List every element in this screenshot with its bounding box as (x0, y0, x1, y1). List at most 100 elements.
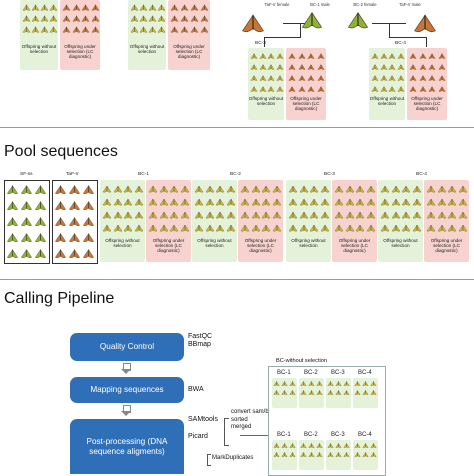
moth-icon (170, 4, 179, 11)
moth-icon (240, 224, 250, 232)
parent-label: TaF-rr female (264, 2, 290, 7)
moth-icon (419, 64, 426, 70)
moth-icon (366, 198, 375, 206)
moth-icon (438, 86, 445, 92)
moth-icon (130, 4, 139, 11)
moth-icon (428, 86, 436, 92)
moth-icon (113, 224, 122, 232)
moth-icon (31, 26, 40, 33)
moth-icon (288, 224, 298, 232)
moth-icon (251, 224, 260, 232)
moth-icon (194, 198, 204, 206)
mapping-tools: BWA (188, 386, 204, 393)
moth-icon (272, 224, 281, 232)
moth-icon (401, 185, 411, 193)
moth-icon (391, 185, 400, 193)
moth-icon (419, 53, 426, 59)
moth-icon (69, 233, 80, 243)
moth-icon (148, 224, 158, 232)
moth-icon (180, 224, 189, 232)
moth-icon (355, 198, 365, 206)
moth-icon (205, 198, 214, 206)
bc-label: BC-2 (304, 370, 318, 376)
moth-icon (391, 211, 400, 219)
moth-icon (327, 381, 334, 386)
moth-icon (267, 64, 275, 70)
offspring-group-under-selection: Offspring under selection (LC diagnostic… (168, 0, 210, 70)
moth-icon (169, 211, 179, 219)
moth-icon (240, 211, 250, 219)
offspring-caption: Offspring under selection (LC diagnostic… (411, 96, 443, 112)
moth-icon (194, 185, 204, 193)
moth-icon (35, 233, 46, 243)
moth-icon (345, 185, 354, 193)
moth-icon (327, 452, 334, 457)
moth-icon (380, 64, 387, 70)
moth-icon (354, 452, 361, 457)
moth-icon (354, 390, 361, 395)
moth-icon (307, 75, 315, 81)
moth-icon (281, 452, 288, 457)
moth-icon (288, 53, 296, 59)
cross-line (264, 37, 301, 38)
offspring-caption: Offspring without selection (197, 238, 232, 249)
moth-icon (159, 211, 168, 219)
moth-icon (447, 211, 457, 219)
moth-icon (21, 217, 32, 227)
moth-icon (366, 185, 375, 193)
moth-icon (276, 53, 283, 59)
down-arrow-icon (121, 411, 131, 416)
moth-icon (388, 86, 396, 92)
moth-icon (307, 64, 315, 70)
moth-icon (134, 211, 143, 219)
moth-icon (316, 390, 323, 395)
moth-icon (299, 198, 308, 206)
moth-icon (458, 185, 467, 193)
offspring-group-without-selection: Offspring without selection (100, 180, 145, 262)
offspring-caption: Offspring without selection (21, 44, 57, 55)
moth-icon (22, 4, 31, 11)
moth-icon (21, 185, 32, 195)
bc-label: BC-3 (331, 432, 345, 438)
moth-icon (55, 233, 66, 243)
moth-icon (298, 86, 305, 92)
moth-icon (35, 185, 46, 195)
moth-icon (309, 185, 319, 193)
moth-icon (200, 15, 209, 22)
moth-icon (83, 185, 94, 195)
moth-icon (40, 15, 49, 22)
moth-icon (170, 26, 179, 33)
offspring-group-without-selection: Offspring without selection (378, 180, 423, 262)
moth-icon (300, 381, 307, 386)
moth-icon (190, 15, 199, 22)
moth-icon (370, 381, 377, 386)
moth-icon (102, 211, 112, 219)
offspring-group-under-selection: Offspring under selection (LC diagnostic… (60, 0, 100, 70)
picard-note: MarkDuplicates (212, 455, 254, 461)
moth-icon (49, 15, 58, 22)
bc-label: BC-4 (395, 41, 406, 46)
moth-icon (458, 198, 467, 206)
bc-label: BC-3 (255, 41, 266, 46)
moth-icon (317, 86, 324, 92)
moth-icon (130, 26, 139, 33)
offspring-caption: Offspring without selection (105, 238, 140, 249)
moth-icon (316, 452, 323, 457)
moth-icon (300, 443, 307, 448)
moth-icon (159, 185, 168, 193)
moth-icon (428, 64, 436, 70)
moth-icon (355, 211, 365, 219)
moth-icon (309, 198, 319, 206)
moth-icon (362, 452, 369, 457)
offspring-group-under-selection: Offspring under selection (LC diagnostic… (332, 180, 377, 262)
moth-icon (458, 224, 467, 232)
cross-line (426, 37, 427, 47)
moth-icon (308, 443, 315, 448)
moth-icon (215, 185, 225, 193)
moth-icon (371, 64, 379, 70)
moth-icon (180, 185, 189, 193)
offspring-caption: Offspring under selection (LC diagnostic… (152, 238, 185, 254)
moth-icon (157, 26, 166, 33)
moth-icon (354, 443, 361, 448)
section-divider (0, 127, 474, 128)
